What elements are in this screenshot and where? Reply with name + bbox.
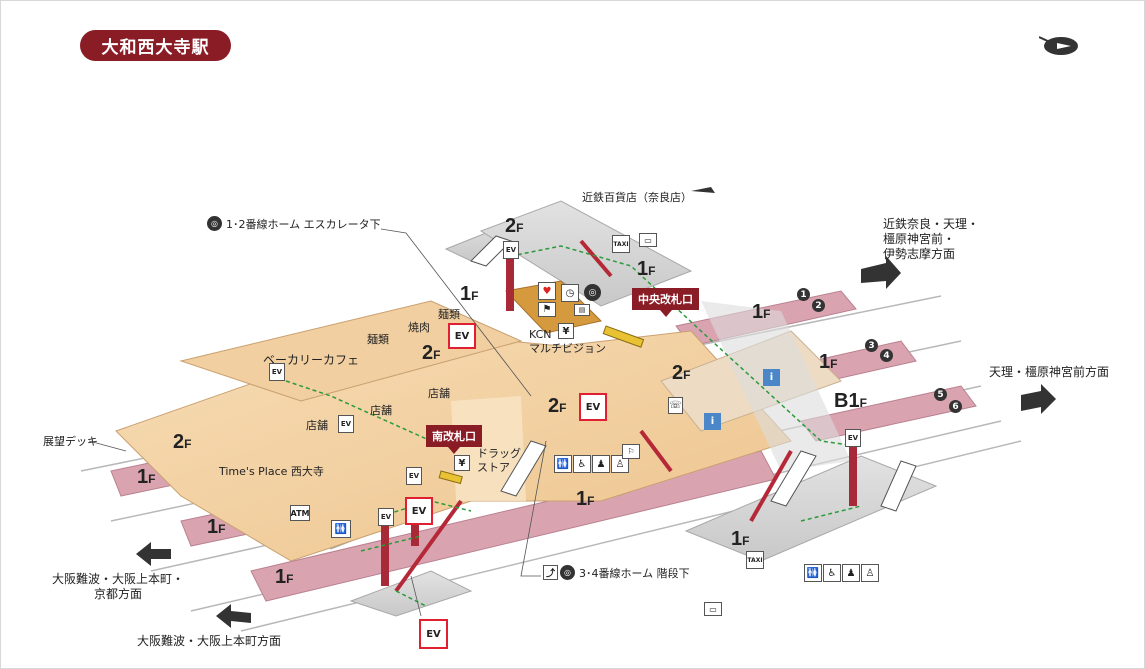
direction-arrows xyxy=(136,187,1056,628)
restroom-icon-center: 🚻 xyxy=(554,455,572,473)
restroom-icon-right: 🚻 xyxy=(804,564,822,582)
floor-label-2f-right: 2F xyxy=(672,362,691,384)
platform-number-1: 1 xyxy=(797,288,810,301)
floor-label-1f-top: 1F xyxy=(637,258,656,280)
elevator-icon-8: EV xyxy=(406,467,422,485)
kcn-multivision-label: KCN マルチビジョン xyxy=(529,328,606,355)
bus-icon-bottom: ▭ xyxy=(704,602,722,616)
elevator-icon-2: EV xyxy=(579,393,607,421)
bus-icon-top: ▭ xyxy=(639,233,657,247)
info-icon-center: i xyxy=(704,413,721,430)
observation-deck-label: 展望デッキ xyxy=(43,435,98,448)
escalators xyxy=(394,239,793,593)
platform-number-5: 5 xyxy=(934,388,947,401)
destination-osaka: 大阪難波・大阪上本町方面 xyxy=(137,634,282,648)
elevator-icon-10: EV xyxy=(845,429,861,447)
platform-number-3: 3 xyxy=(865,339,878,352)
destination-tenri: 天理・橿原神宮前方面 xyxy=(989,365,1110,379)
smoking-icon: ⚐ xyxy=(622,444,640,459)
floor-label-1f-left-b: 1F xyxy=(207,516,226,538)
floor-label-1f-left-upper: 1F xyxy=(460,283,479,305)
stairs-icon: ⤴ xyxy=(543,565,558,580)
escalator-icon: ◎ xyxy=(207,216,222,231)
shop-label-a: 店舗 xyxy=(428,387,450,400)
floor-label-1f-left-c: 1F xyxy=(275,566,294,588)
clock-icon: ◷ xyxy=(561,284,579,302)
phone-icon: ☏ xyxy=(668,397,683,414)
restroom-icon-left: 🚻 xyxy=(331,520,351,538)
elevator-icon-1: EV xyxy=(448,323,476,349)
info-icon-right: i xyxy=(763,369,780,386)
platform-number-2: 2 xyxy=(812,299,825,312)
nursing-icon-right: ♟ xyxy=(842,564,860,582)
atm-icon: ATM xyxy=(290,505,310,521)
shop-label-b: 店舗 xyxy=(370,404,392,417)
elevator-icon-9: EV xyxy=(378,508,394,526)
nursing-icon-center: ♟ xyxy=(592,455,610,473)
stairs xyxy=(470,235,917,512)
floor-label-1f-platform-34: 1F xyxy=(819,351,838,373)
elevator-icon-6: EV xyxy=(503,241,519,259)
escalator-icon-2: ◎ xyxy=(560,565,575,580)
noodles-label-a: 麺類 xyxy=(438,308,460,321)
accessible-icon-center: ♿ xyxy=(573,455,591,473)
south-gate-label: 南改札口 xyxy=(426,425,482,454)
flag-icon: ⚑ xyxy=(538,302,556,317)
ticket-gates xyxy=(438,325,645,485)
floor-label-1f-left-a: 1F xyxy=(137,466,156,488)
taxi-icon-top: TAXI xyxy=(612,235,630,253)
floor-label-2f-center: 2F xyxy=(548,395,567,417)
accessible-icon-right: ♿ xyxy=(823,564,841,582)
destination-osaka-kyoto: 大阪難波・大阪上本町・ 京都方面 xyxy=(51,572,184,601)
floor-label-1f-bottom: 1F xyxy=(576,488,595,510)
ticket-machine-icon: ▤ xyxy=(574,304,590,316)
bakery-cafe-label: ベーカリーカフェ xyxy=(263,353,360,367)
floor-label-2f-mid: 2F xyxy=(422,342,441,364)
destination-nara: 近鉄奈良・天理・ 橿原神宮前・ 伊勢志摩方面 xyxy=(883,217,980,261)
baby-icon-center: ♙ xyxy=(611,455,629,473)
dept-store-label: 近鉄百貨店（奈良店） xyxy=(582,191,692,204)
drugstore-label: ドラッグ ストア xyxy=(477,447,521,474)
stairs-34-label: 3･4番線ホーム 階段下 xyxy=(579,567,690,580)
yakiniku-label: 焼肉 xyxy=(408,321,430,334)
elevator-shafts xyxy=(381,256,857,586)
elevator-icon-3: EV xyxy=(405,497,433,525)
baby-icon-right: ♙ xyxy=(861,564,879,582)
floor-label-1f-platform-12: 1F xyxy=(752,301,771,323)
escalator-12-label: 1･2番線ホーム エスカレータ下 xyxy=(226,218,381,231)
station-title: 大和西大寺駅 xyxy=(80,30,231,61)
floor-label-2f-left: 2F xyxy=(173,431,192,453)
times-place-label: Time's Place 西大寺 xyxy=(219,465,324,478)
shop-label-c: 店舗 xyxy=(306,419,328,432)
elevator-icon-5: EV xyxy=(269,363,285,381)
platform-number-4: 4 xyxy=(880,349,893,362)
floor-label-1f-right-bottom: 1F xyxy=(731,528,750,550)
taxi-icon-bottom: TAXI xyxy=(746,551,764,569)
noodles-label-b: 麺類 xyxy=(367,333,389,346)
elevator-icon-7: EV xyxy=(338,415,354,433)
escalator-icon-central: ◎ xyxy=(584,284,601,301)
central-gate-label: 中央改札口 xyxy=(632,288,699,317)
compass-north-icon xyxy=(1039,36,1078,55)
platform-number-6: 6 xyxy=(949,400,962,413)
leader-lines xyxy=(88,228,547,617)
floor-label-2f-top: 2F xyxy=(505,215,524,237)
yen-icon-central: ¥ xyxy=(558,323,574,339)
heart-icon: ♥ xyxy=(538,282,556,300)
floor-label-b1f-platform-56: B1F xyxy=(834,390,867,412)
elevator-icon-4: EV xyxy=(419,619,448,649)
yen-icon-south: ¥ xyxy=(454,455,470,471)
